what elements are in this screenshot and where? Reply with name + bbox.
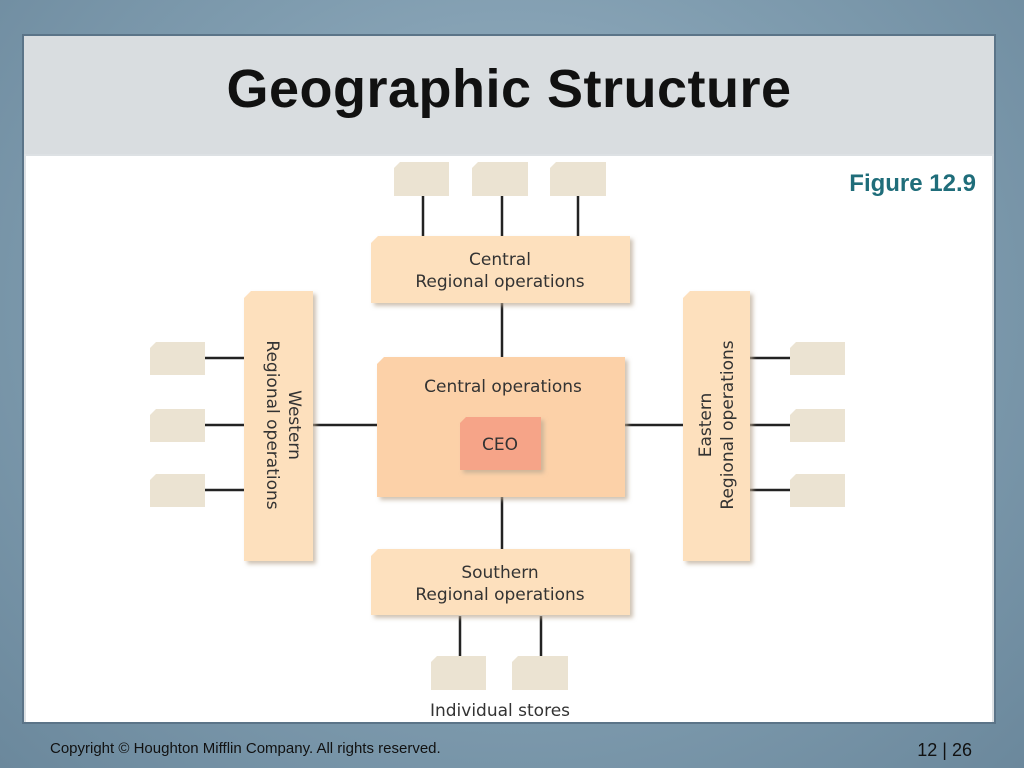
western-regional-label-2: Regional operations bbox=[262, 340, 282, 509]
slide-title: Geographic Structure bbox=[226, 59, 792, 119]
individual-stores-label: Individual stores bbox=[430, 701, 570, 721]
store-box-east-3 bbox=[790, 474, 845, 507]
store-box-west-3 bbox=[150, 474, 205, 507]
store-box-south-2 bbox=[512, 656, 568, 690]
store-box-top-3 bbox=[550, 162, 606, 196]
connector-lines bbox=[205, 196, 790, 656]
eastern-regional-label-1: Eastern bbox=[696, 393, 716, 458]
central-operations-label: Central operations bbox=[424, 377, 582, 397]
southern-regional-label-1: Southern bbox=[461, 563, 538, 583]
store-box-top-2 bbox=[472, 162, 528, 196]
southern-regional-box bbox=[371, 549, 630, 615]
store-box-west-2 bbox=[150, 409, 205, 442]
central-regional-box bbox=[371, 236, 630, 303]
footer-copyright: Copyright © Houghton Mifflin Company. Al… bbox=[50, 740, 441, 757]
store-boxes bbox=[150, 162, 845, 690]
store-box-south-1 bbox=[431, 656, 486, 690]
figure-label: Figure 12.9 bbox=[849, 170, 976, 197]
western-regional-label-1: Western bbox=[284, 390, 304, 460]
central-regional-label-1: Central bbox=[469, 250, 531, 270]
western-regional-box bbox=[244, 291, 313, 561]
central-regional-label-2: Regional operations bbox=[415, 272, 584, 292]
footer-page-number: 12 | 26 bbox=[917, 740, 972, 760]
store-box-top-1 bbox=[394, 162, 449, 196]
store-box-east-1 bbox=[790, 342, 845, 375]
ceo-box bbox=[460, 417, 541, 470]
eastern-regional-box bbox=[683, 291, 750, 561]
ceo-label: CEO bbox=[482, 435, 518, 455]
store-box-west-1 bbox=[150, 342, 205, 375]
southern-regional-label-2: Regional operations bbox=[415, 585, 584, 605]
title-band: Geographic Structure bbox=[24, 36, 994, 154]
store-box-east-2 bbox=[790, 409, 845, 442]
eastern-regional-label-2: Regional operations bbox=[718, 340, 738, 509]
